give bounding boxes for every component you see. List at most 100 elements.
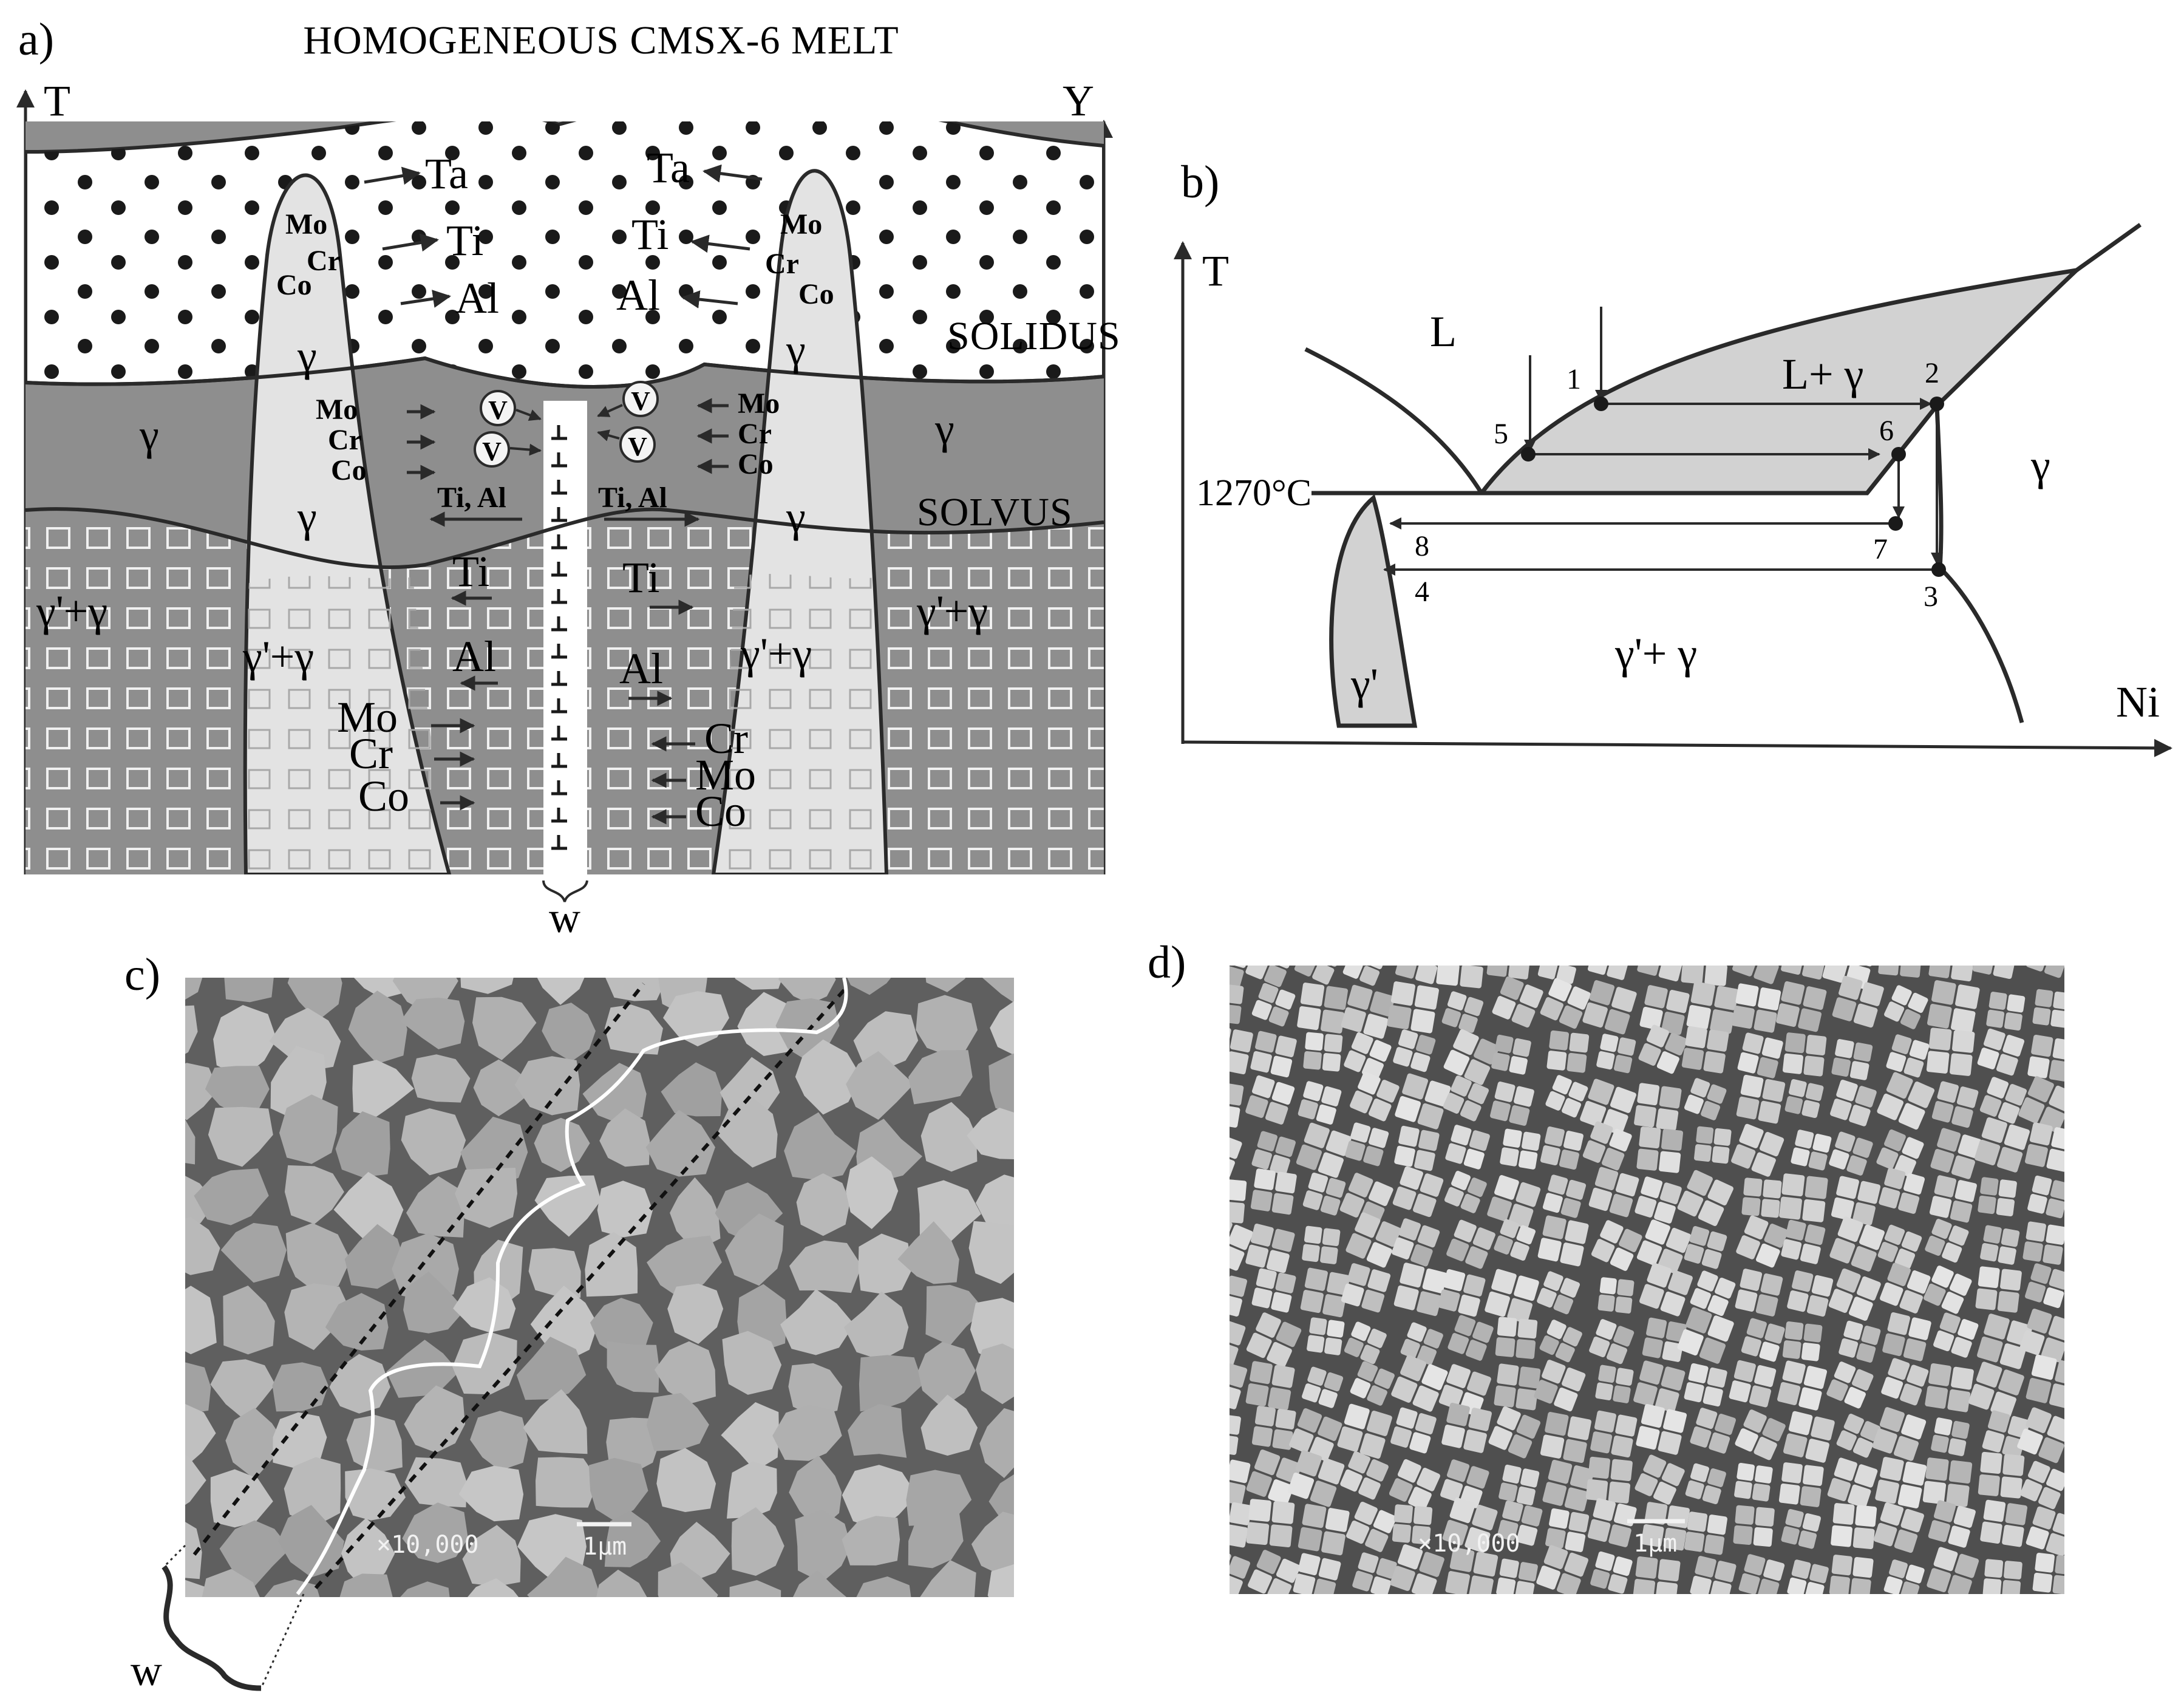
gamma-prime-cube (1925, 1235, 1945, 1256)
gamma-prime-cube (1744, 1554, 1766, 1576)
scale-bar-label: 1μm (583, 1533, 627, 1561)
sem-grain (473, 1059, 537, 1117)
gamma-prime-cube (1703, 1386, 1723, 1407)
gamma-prime-cube (1398, 1125, 1420, 1147)
gamma-prime-cube (1312, 966, 1335, 985)
gamma-prime-cube (1463, 1274, 1486, 1296)
gamma-prime-cube (1376, 1558, 1397, 1579)
gamma-prime-cube (1933, 1330, 1954, 1352)
gamma-prime-cube (1344, 1337, 1364, 1357)
gamma-prime-cube (1660, 1291, 1686, 1317)
gamma-prime-cube (1542, 1215, 1567, 1239)
gamma-prime-cube (1449, 1547, 1475, 1572)
gamma-prime-cube (2048, 1316, 2064, 1341)
sem-grain (976, 1343, 1014, 1405)
gamma-prime-cube (1988, 992, 2007, 1010)
gamma-prime-cube (1582, 1140, 1606, 1163)
gamma-prime-cube (1327, 1272, 1350, 1295)
gamma-prime-cube (1798, 1387, 1822, 1411)
gamma-prime-cube (2026, 1526, 2049, 1550)
gamma-prime-cube (1308, 1173, 1328, 1193)
svg-text:Mo: Mo (316, 394, 358, 426)
sem-grain (194, 1168, 269, 1225)
gamma-prime-cube (1902, 1137, 1924, 1159)
sem-grain (542, 1003, 596, 1062)
gamma-prime-cube (1410, 1052, 1430, 1072)
gamma-prime-cube (1447, 1333, 1469, 1354)
gamma-prime-cube (1713, 1128, 1732, 1146)
gamma-prime-cube (1681, 1048, 1704, 1070)
gamma-prime-cube (1851, 966, 1877, 967)
gamma-prime-cube (1687, 1170, 1713, 1196)
vacancy-symbols: V V V V (474, 381, 659, 468)
gamma-prime-cube (1942, 1242, 1962, 1263)
sem-grain (224, 978, 274, 1003)
gamma-prime-cube (1905, 1564, 1925, 1584)
gamma-prime-cube (1641, 1176, 1663, 1199)
sem-grain (329, 1354, 390, 1414)
gamma-prime-cube (1454, 1315, 1476, 1337)
gamma-prime-cube (1453, 1029, 1479, 1055)
svg-text:5: 5 (1494, 418, 1508, 450)
gamma-prime-cube (1254, 1405, 1276, 1426)
gamma-prime-cube (1901, 1414, 1927, 1440)
gamma-prime-cube (1389, 1478, 1413, 1502)
gamma-prime-cube (2047, 1416, 2064, 1442)
gamma-prime-cube (1805, 1439, 1829, 1463)
svg-text:2: 2 (1925, 357, 1939, 389)
gamma-prime-cube (1443, 1092, 1465, 1114)
gamma-prime-cube (1685, 1026, 1707, 1049)
gamma-prime-cube (1856, 1343, 1876, 1363)
gamma-prime-cube (1805, 1083, 1824, 1102)
sem-grain (920, 1102, 978, 1172)
gamma-prime-cube (1779, 1196, 1802, 1220)
sem-grain (658, 1562, 718, 1597)
panel-d: d) ×10,000 1μm (1148, 934, 2064, 1594)
svg-text:Co: Co (695, 787, 746, 836)
gamma-prime-cube (1256, 1312, 1281, 1338)
gamma-prime-cube (1699, 1337, 1726, 1364)
gamma-prime-cube (1643, 1454, 1667, 1478)
gamma-prime-cube (1560, 1242, 1584, 1267)
gamma-prime-cube (1417, 1225, 1440, 1248)
gamma-prime-cube (2051, 1127, 2064, 1151)
gamma-prime-cube (1365, 1528, 1389, 1552)
gamma-prime-cube (1204, 982, 1224, 1002)
gamma-prime-cube (1619, 1228, 1642, 1252)
gamma-prime-cube (1230, 1524, 1248, 1548)
sem-grain (853, 1011, 919, 1069)
gamma-prime-cube (1884, 1168, 1906, 1190)
gamma-prime-cube (1999, 1343, 2026, 1369)
sem-grain (925, 978, 966, 992)
gamma-prime-cube (1302, 936, 1325, 959)
gamma-prime-cube (2002, 1524, 2024, 1547)
gamma-prime-cube (1617, 1279, 1635, 1296)
dashed-boundary-line (314, 986, 849, 1589)
gamma-prime-cube (1352, 1570, 1373, 1592)
gamma-prime-cube (1251, 1287, 1273, 1309)
gamma-prime-cube (1646, 1024, 1669, 1048)
sem-grain (842, 1516, 900, 1566)
gamma-prime-cube (1795, 1129, 1814, 1149)
gamma-prime-cube (1982, 1430, 2005, 1453)
gamma-prime-cube (1978, 1266, 2000, 1289)
gamma-prime-cube (1593, 934, 1614, 956)
gamma-prime-cube (1900, 966, 1922, 978)
gamma-prime-cube (1567, 986, 1591, 1010)
gamma-prime-cube (1735, 1505, 1755, 1525)
gamma-prime-cube (1554, 1387, 1578, 1412)
gamma-prime-cube (1644, 1502, 1668, 1525)
gamma-prime-cube (1412, 1573, 1437, 1594)
gamma-prime-cube (1615, 1296, 1633, 1314)
gamma-prime-cube (1549, 1508, 1570, 1529)
gamma-prime-cube (1737, 1462, 1755, 1481)
gamma-prime-cube (1424, 1080, 1451, 1107)
point-labels: 1 2 3 4 5 6 7 8 (1415, 357, 1939, 613)
gamma-prime-cube (2035, 1552, 2055, 1573)
gamma-prime-cube (1300, 983, 1325, 1007)
gamma-prime-cube (1250, 1361, 1273, 1385)
gamma-prime-cube (1696, 1126, 1714, 1144)
gamma-prime-cube (1677, 1190, 1704, 1217)
gamma-prime-cube (1556, 966, 1576, 984)
gamma-prime-cube (1322, 1228, 1341, 1247)
